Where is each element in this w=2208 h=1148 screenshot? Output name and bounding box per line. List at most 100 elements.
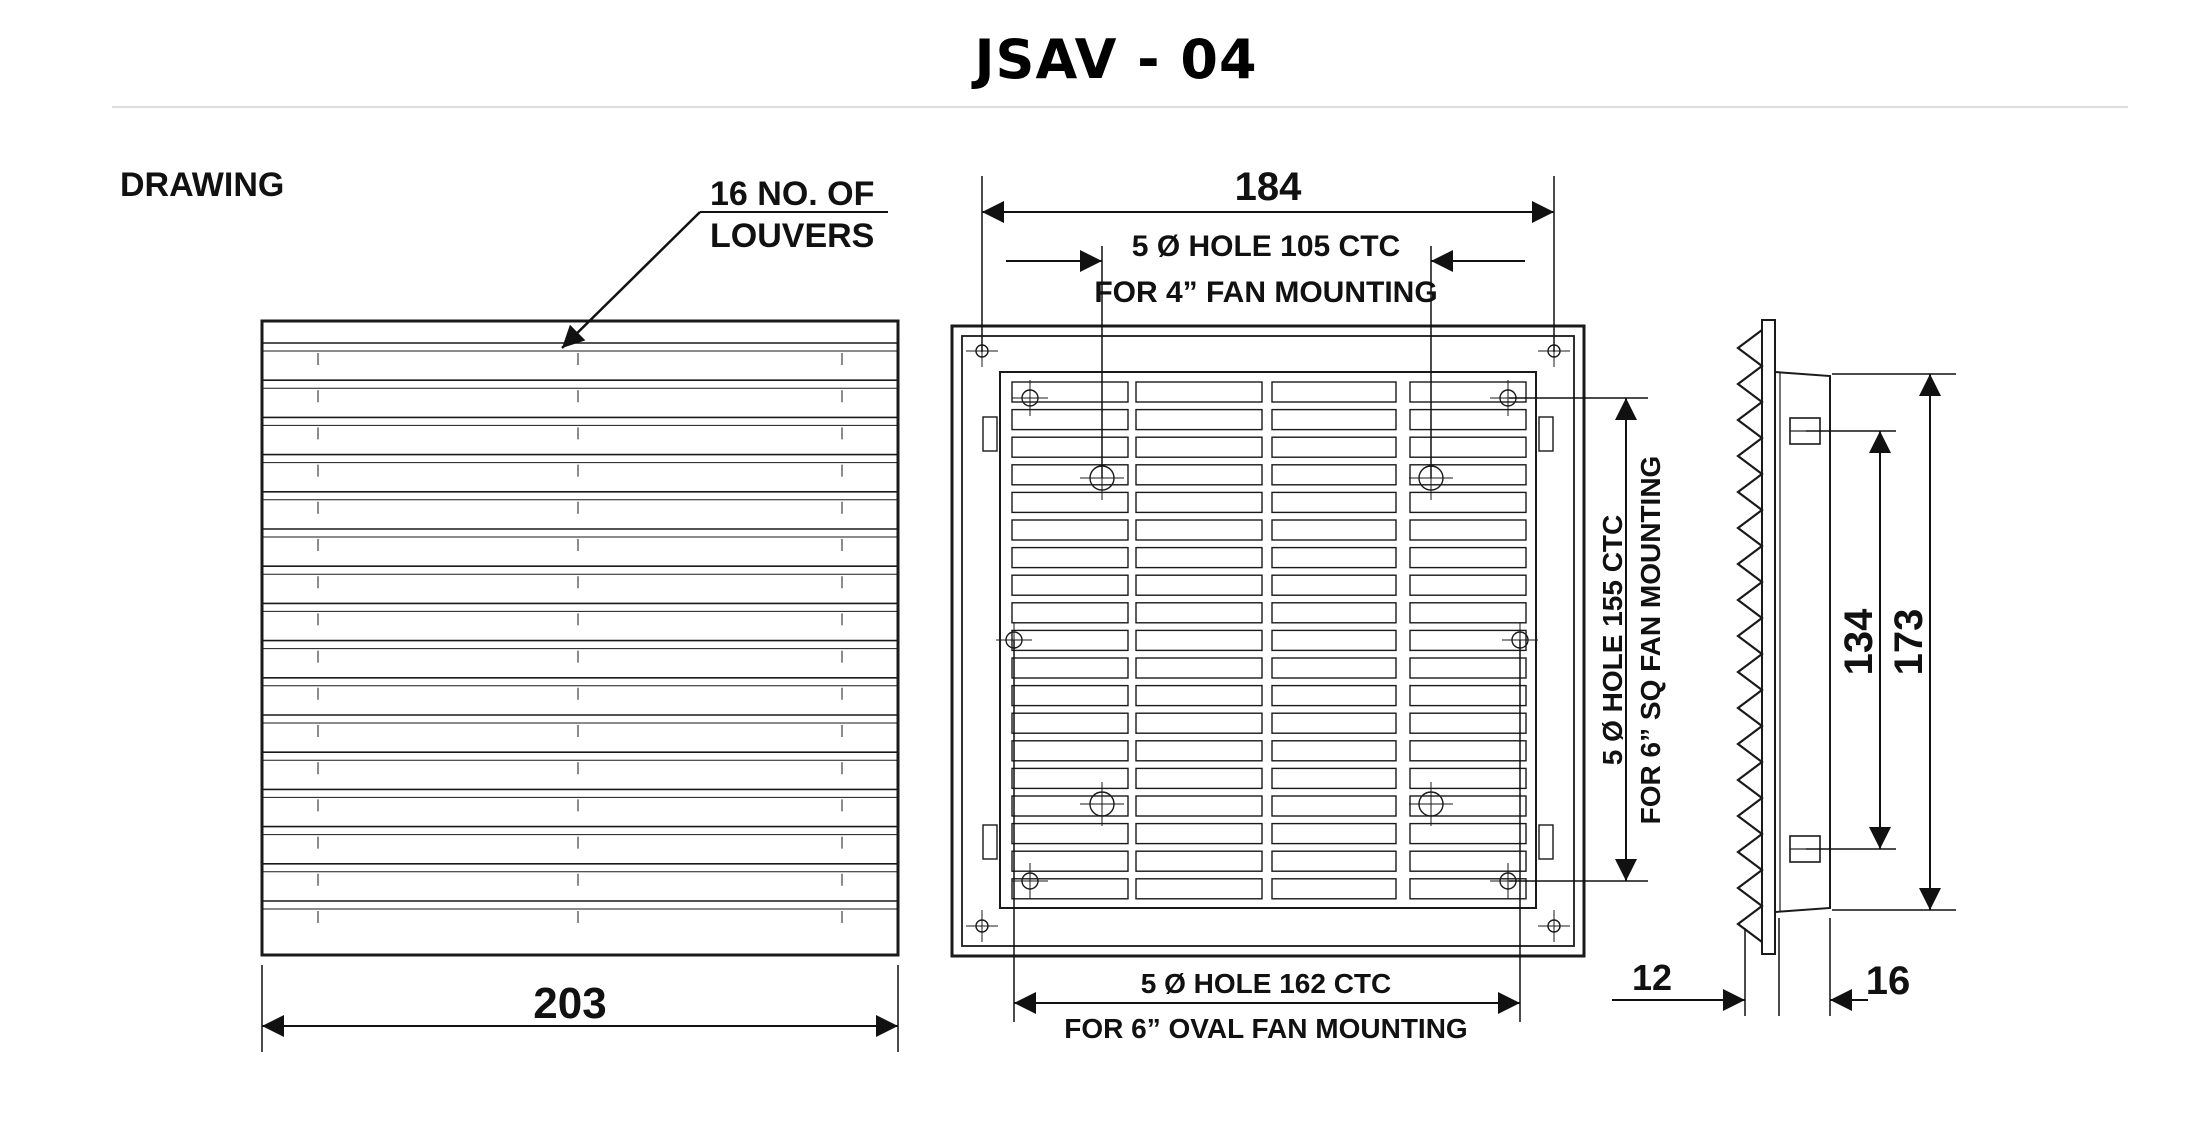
back-width-dim: 184 — [1235, 165, 1302, 209]
grille-slot — [1011, 878, 1129, 900]
louver-group — [262, 342, 898, 923]
grille-slot — [1135, 519, 1263, 541]
grille-slot — [1135, 684, 1263, 707]
hole-4in-line2: FOR 4” FAN MOUNTING — [1094, 276, 1437, 309]
clip-right-top — [1538, 416, 1554, 452]
grille-slot — [1409, 657, 1527, 679]
grille-slot — [1271, 546, 1397, 569]
grille-slot — [1409, 767, 1527, 790]
grille-slot — [1409, 822, 1527, 845]
grille-slot — [1271, 408, 1397, 431]
hole-4in-line1: 5 Ø HOLE 105 CTC — [1132, 230, 1400, 263]
grille-slot — [1271, 767, 1397, 790]
grille-slot — [1409, 795, 1527, 817]
grille-slot — [1135, 381, 1263, 403]
grille-slot — [1271, 822, 1397, 845]
grille-slot — [1409, 546, 1527, 569]
grille-slot — [1011, 574, 1129, 596]
side-height-inner-dim: 134 — [1837, 608, 1881, 675]
section-label: DRAWING — [120, 166, 284, 204]
grille-slot — [1135, 740, 1263, 762]
grille-slot — [1271, 436, 1397, 458]
grille-slot — [1271, 795, 1397, 817]
side-height-outer-dim: 173 — [1887, 609, 1931, 676]
grille-slot — [1271, 850, 1397, 872]
grille-slot — [1135, 878, 1263, 900]
hole-sq-line1: 5 Ø HOLE 155 CTC — [1597, 515, 1628, 766]
grille-slot — [1409, 381, 1527, 403]
hole-oval-line1: 5 Ø HOLE 162 CTC — [1141, 968, 1392, 999]
back-grille-area — [999, 371, 1537, 909]
grille-slot — [1011, 519, 1129, 541]
side-depth-back-dim: 16 — [1866, 959, 1911, 1003]
clip-left-bottom — [982, 824, 998, 860]
grille-slot-group — [1011, 381, 1527, 900]
grille-slot — [1409, 408, 1527, 431]
louver-profile-sawtooth — [1736, 329, 1764, 943]
grille-slot — [1271, 740, 1397, 762]
side-view — [1736, 319, 1831, 955]
clip-left-top — [982, 416, 998, 452]
grille-slot — [1011, 850, 1129, 872]
grille-slot — [1409, 740, 1527, 762]
grille-slot — [1409, 602, 1527, 624]
grille-slot — [1271, 381, 1397, 403]
grille-slot — [1409, 878, 1527, 900]
back-inner-frame — [961, 335, 1575, 947]
grille-slot — [1409, 850, 1527, 872]
back-outer-frame — [950, 324, 1586, 958]
grille-slot — [1135, 464, 1263, 486]
front-view — [260, 319, 900, 957]
grille-slot — [1135, 795, 1263, 817]
grille-slot — [1011, 795, 1129, 817]
grille-slot — [1011, 491, 1129, 514]
grille-slot — [1135, 546, 1263, 569]
grille-slot — [1135, 712, 1263, 734]
grille-slot — [1135, 408, 1263, 431]
grille-slot — [1271, 712, 1397, 734]
side-body — [1774, 371, 1831, 913]
hole-sq-line2: FOR 6” SQ FAN MOUNTING — [1635, 456, 1666, 825]
grille-slot — [1409, 519, 1527, 541]
grille-slot — [1011, 464, 1129, 486]
grille-slot — [1011, 408, 1129, 431]
grille-slot — [1409, 684, 1527, 707]
grille-slot — [1011, 546, 1129, 569]
front-frame — [260, 319, 900, 957]
louvers-note-line2: LOUVERS — [710, 217, 874, 255]
grille-slot — [1011, 381, 1129, 403]
grille-slot — [1135, 657, 1263, 679]
grille-slot — [1135, 629, 1263, 652]
grille-slot — [1409, 574, 1527, 596]
back-view — [950, 324, 1586, 958]
grille-slot — [1011, 657, 1129, 679]
hole-oval-line2: FOR 6” OVAL FAN MOUNTING — [1064, 1013, 1467, 1044]
grille-slot — [1271, 464, 1397, 486]
grille-slot — [1271, 657, 1397, 679]
grille-slot — [1271, 878, 1397, 900]
grille-slot — [1271, 491, 1397, 514]
grille-slot — [1011, 684, 1129, 707]
grille-slot — [1409, 464, 1527, 486]
grille-slot — [1409, 712, 1527, 734]
grille-slot — [1135, 767, 1263, 790]
grille-slot — [1011, 436, 1129, 458]
grille-slot — [1271, 574, 1397, 596]
clip-right-bottom — [1538, 824, 1554, 860]
grille-slot — [1135, 822, 1263, 845]
side-depth-front-dim: 12 — [1632, 957, 1672, 998]
grille-slot — [1011, 712, 1129, 734]
grille-slot — [1011, 740, 1129, 762]
grille-slot — [1409, 436, 1527, 458]
front-width-dim: 203 — [533, 979, 606, 1028]
grille-slot — [1135, 602, 1263, 624]
title-divider — [112, 106, 2128, 108]
louvers-leader — [561, 211, 701, 349]
grille-slot — [1409, 491, 1527, 514]
grille-slot — [1271, 629, 1397, 652]
grille-slot — [1271, 519, 1397, 541]
side-front-plate — [1761, 319, 1776, 955]
grille-slot — [1135, 850, 1263, 872]
louvers-note-line1: 16 NO. OF — [710, 175, 874, 213]
